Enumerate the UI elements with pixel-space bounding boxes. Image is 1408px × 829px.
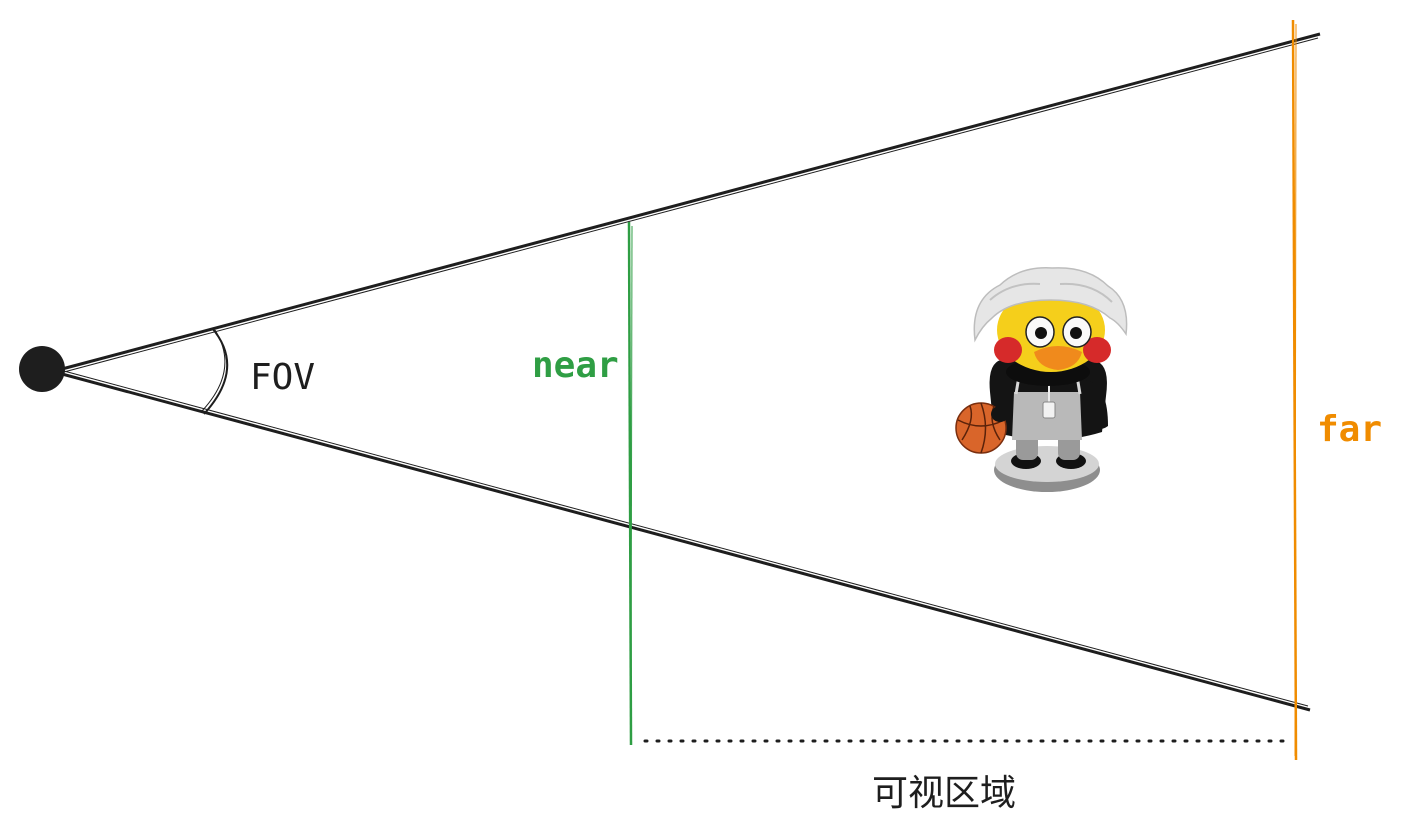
far-plane-line-sketch bbox=[1294, 23, 1297, 757]
duck-figurine-icon bbox=[955, 267, 1128, 492]
camera-point bbox=[19, 346, 65, 392]
fov-label: FOV bbox=[250, 357, 316, 398]
far-label: far bbox=[1317, 409, 1383, 450]
near-plane-line-sketch bbox=[630, 225, 633, 741]
frustum-bottom-edge-sketch bbox=[63, 370, 1309, 707]
near-label: near bbox=[532, 345, 619, 386]
frustum-bottom-edge bbox=[61, 372, 1311, 712]
visible-region-label: 可视区域 bbox=[872, 773, 1017, 814]
frustum-top-edge-sketch bbox=[63, 37, 1319, 373]
frustum-top-edge bbox=[61, 32, 1321, 371]
fov-angle-arc-sketch bbox=[201, 329, 226, 412]
